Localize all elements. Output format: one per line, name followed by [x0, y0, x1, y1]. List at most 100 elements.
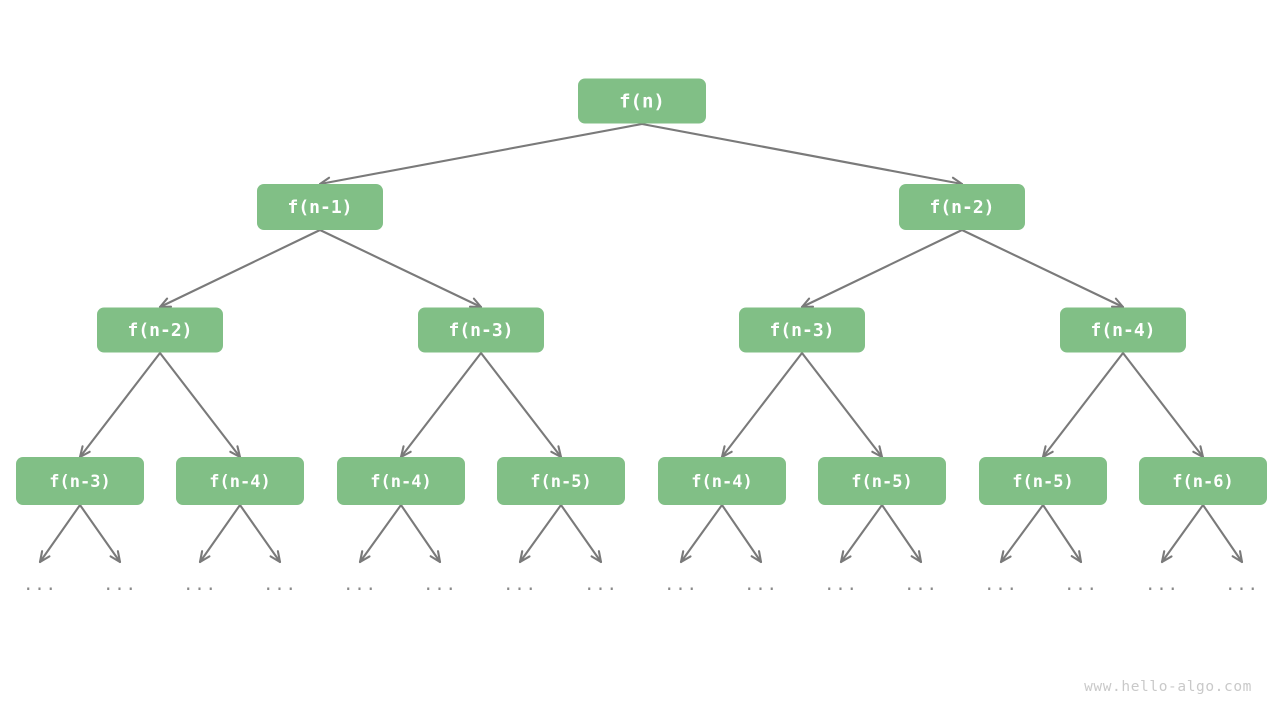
tree-edge [720, 351, 804, 459]
ellipsis-label: ... [23, 575, 57, 595]
tree-edge [518, 503, 563, 564]
tree-node[interactable]: f(n-5) [979, 457, 1107, 505]
edge-arrowhead-icon [358, 550, 371, 564]
edge-line [78, 351, 162, 459]
edge-arrowhead-icon [38, 550, 51, 564]
node-box[interactable] [1139, 457, 1267, 505]
tree-node[interactable]: f(n-4) [658, 457, 786, 505]
edge-line [880, 503, 923, 564]
edge-line [640, 122, 964, 186]
tree-edge [720, 503, 763, 564]
tree-edge [999, 503, 1045, 564]
edge-arrowhead-icon [158, 297, 173, 309]
tree-edge [158, 351, 242, 459]
edge-arrowhead-icon [750, 550, 763, 564]
edge-arrowhead-icon [429, 550, 442, 564]
node-box[interactable] [818, 457, 946, 505]
ellipsis-label: ... [984, 575, 1018, 595]
tree-edge [318, 228, 483, 309]
tree-edge [158, 228, 322, 309]
node-box[interactable] [979, 457, 1107, 505]
ellipsis-label: ... [503, 575, 537, 595]
node-label: f(n-3) [769, 320, 834, 341]
edge-line [1121, 351, 1205, 459]
node-box[interactable] [497, 457, 625, 505]
edge-line [839, 503, 884, 564]
tree-node[interactable]: f(n-2) [97, 307, 223, 353]
tree-edge [318, 122, 644, 188]
edge-line [720, 351, 804, 459]
tree-edge [800, 228, 964, 309]
edge-line [198, 503, 242, 564]
edge-arrowhead-icon [839, 550, 852, 564]
ellipsis-label: ... [1064, 575, 1098, 595]
node-label: f(n-4) [1090, 320, 1155, 341]
tree-node[interactable]: f(n-5) [818, 457, 946, 505]
node-box[interactable] [337, 457, 465, 505]
tree-edge [880, 503, 923, 564]
tree-edge [1041, 351, 1125, 459]
watermark: www.hello-algo.com [1084, 679, 1252, 695]
edge-arrowhead-icon [1110, 297, 1125, 309]
edge-line [800, 351, 884, 459]
node-label: f(n-2) [127, 320, 192, 341]
node-box[interactable] [257, 184, 383, 230]
tree-edge [78, 503, 122, 564]
edge-arrowhead-icon [910, 550, 923, 564]
edge-arrowhead-icon [109, 550, 122, 564]
node-label: f(n-4) [370, 472, 431, 492]
tree-edge [399, 503, 442, 564]
tree-node[interactable]: f(n-3) [16, 457, 144, 505]
tree-node[interactable]: f(n-1) [257, 184, 383, 230]
nodes-layer: f(n) f(n-1) f(n-2) f(n-2) f(n-3) f(n-3) f(n-4)… [16, 78, 1267, 505]
edge-line [1041, 503, 1083, 564]
ellipsis-label: ... [263, 575, 297, 595]
node-box[interactable] [97, 307, 223, 353]
node-box[interactable] [16, 457, 144, 505]
node-box[interactable] [418, 307, 544, 353]
tree-node[interactable]: f(n-6) [1139, 457, 1267, 505]
tree-node[interactable]: f(n) [578, 78, 706, 124]
tree-node[interactable]: f(n-4) [176, 457, 304, 505]
tree-node[interactable]: f(n-3) [418, 307, 544, 353]
edge-line [318, 122, 644, 186]
tree-edge [399, 351, 483, 459]
edge-line [238, 503, 282, 564]
edge-line [960, 228, 1125, 309]
edge-line [158, 228, 322, 309]
tree-edge [1041, 503, 1083, 564]
node-label: f(n-3) [448, 320, 513, 341]
ellipsis-label: ... [904, 575, 938, 595]
tree-edge [1121, 351, 1205, 459]
edges-layer [38, 122, 1244, 564]
node-label: f(n-4) [691, 472, 752, 492]
edge-arrowhead-icon [999, 550, 1012, 564]
ellipsis-label: ... [664, 575, 698, 595]
node-box[interactable] [899, 184, 1025, 230]
node-box[interactable] [1060, 307, 1186, 353]
edge-line [1201, 503, 1244, 564]
edge-line [318, 228, 483, 309]
tree-edge [839, 503, 884, 564]
node-box[interactable] [658, 457, 786, 505]
node-box[interactable] [176, 457, 304, 505]
ellipsis-label: ... [343, 575, 377, 595]
ellipsis-label: ... [103, 575, 137, 595]
tree-node[interactable]: f(n-5) [497, 457, 625, 505]
tree-node[interactable]: f(n-2) [899, 184, 1025, 230]
edge-arrowhead-icon [1231, 550, 1244, 564]
node-box[interactable] [739, 307, 865, 353]
node-label: f(n-3) [49, 472, 110, 492]
node-box[interactable] [578, 78, 706, 124]
edge-arrowhead-icon [800, 297, 815, 309]
edge-arrowhead-icon [679, 550, 692, 564]
edge-line [399, 351, 483, 459]
edge-arrowhead-icon [1160, 550, 1173, 564]
ellipsis-label: ... [584, 575, 618, 595]
tree-edge [559, 503, 603, 564]
tree-node[interactable]: f(n-4) [337, 457, 465, 505]
tree-node[interactable]: f(n-3) [739, 307, 865, 353]
tree-node[interactable]: f(n-4) [1060, 307, 1186, 353]
